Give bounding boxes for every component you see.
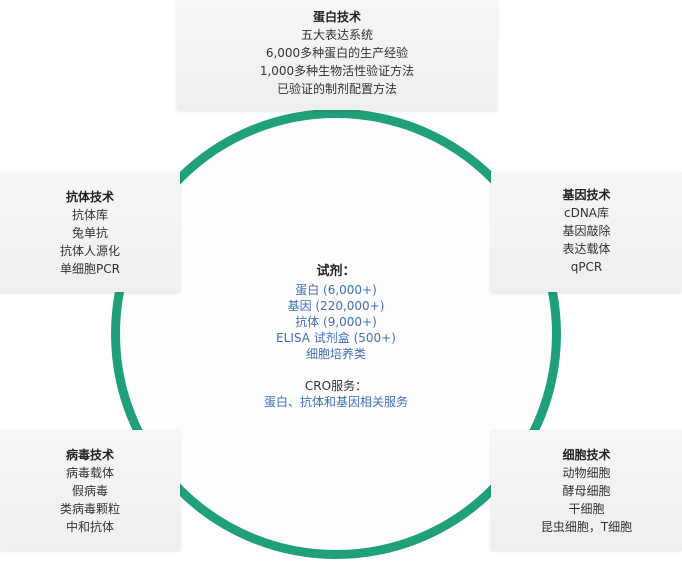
cell-tech-card: 细胞技术 动物细胞 酵母细胞 干细胞 昆虫细胞，T细胞 [491,430,682,550]
reagent-protein-link[interactable]: 蛋白 (6,000+) [295,283,377,297]
protein-tech-card: 蛋白技术 五大表达系统 6,000多种蛋白的生产经验 1,000多种生物活性验证… [177,0,497,110]
virus-tech-item: 病毒载体 [65,466,114,480]
gene-tech-item: 表达载体 [562,242,611,256]
gene-tech-card: 基因技术 cDNA库 基因敲除 表达载体 qPCR [491,172,682,292]
antibody-tech-item: 抗体人源化 [59,244,120,258]
reagent-gene-link[interactable]: 基因 (220,000+) [287,299,385,313]
spacer [220,362,452,378]
antibody-tech-item: 抗体库 [71,208,108,222]
gene-tech-item: 基因敲除 [562,224,611,238]
reagent-antibody-link[interactable]: 抗体 (9,000+) [295,315,377,329]
reagent-elisa-link[interactable]: ELISA 试剂盒 (500+) [276,331,396,345]
antibody-tech-item: 单细胞PCR [60,262,120,276]
cro-service-link[interactable]: 蛋白、抗体和基因相关服务 [263,395,408,409]
virus-tech-title: 病毒技术 [65,448,114,462]
virus-tech-card: 病毒技术 病毒载体 假病毒 类病毒颗粒 中和抗体 [0,430,180,550]
protein-tech-item: 五大表达系统 [300,28,373,42]
virus-tech-item: 假病毒 [71,484,108,498]
protein-tech-item: 1,000多种生物活性验证方法 [259,64,415,78]
cell-tech-item: 动物细胞 [562,466,611,480]
center-reagents-block: 试剂： 蛋白 (6,000+) 基因 (220,000+) 抗体 (9,000+… [220,264,452,410]
cell-tech-title: 细胞技术 [562,448,611,462]
antibody-tech-card: 抗体技术 抗体库 兔单抗 抗体人源化 单细胞PCR [0,172,180,292]
central-ring [111,109,561,559]
virus-tech-item: 类病毒颗粒 [59,502,120,516]
antibody-tech-item: 兔单抗 [71,226,108,240]
virus-tech-item: 中和抗体 [65,520,114,534]
cell-tech-item: 酵母细胞 [562,484,611,498]
protein-tech-item: 已验证的制剂配置方法 [276,82,397,96]
gene-tech-item: cDNA库 [563,206,610,220]
protein-tech-item: 6,000多种蛋白的生产经验 [265,46,409,60]
protein-tech-title: 蛋白技术 [312,10,361,24]
reagent-cell-culture-link[interactable]: 细胞培养类 [305,347,366,361]
cell-tech-item: 干细胞 [568,502,605,516]
cell-tech-item: 昆虫细胞，T细胞 [540,520,633,534]
center-title: 试剂： [316,264,356,279]
antibody-tech-title: 抗体技术 [65,190,114,204]
gene-tech-title: 基因技术 [562,188,611,202]
gene-tech-item: qPCR [570,260,603,274]
cro-label: CRO服务： [304,379,368,393]
